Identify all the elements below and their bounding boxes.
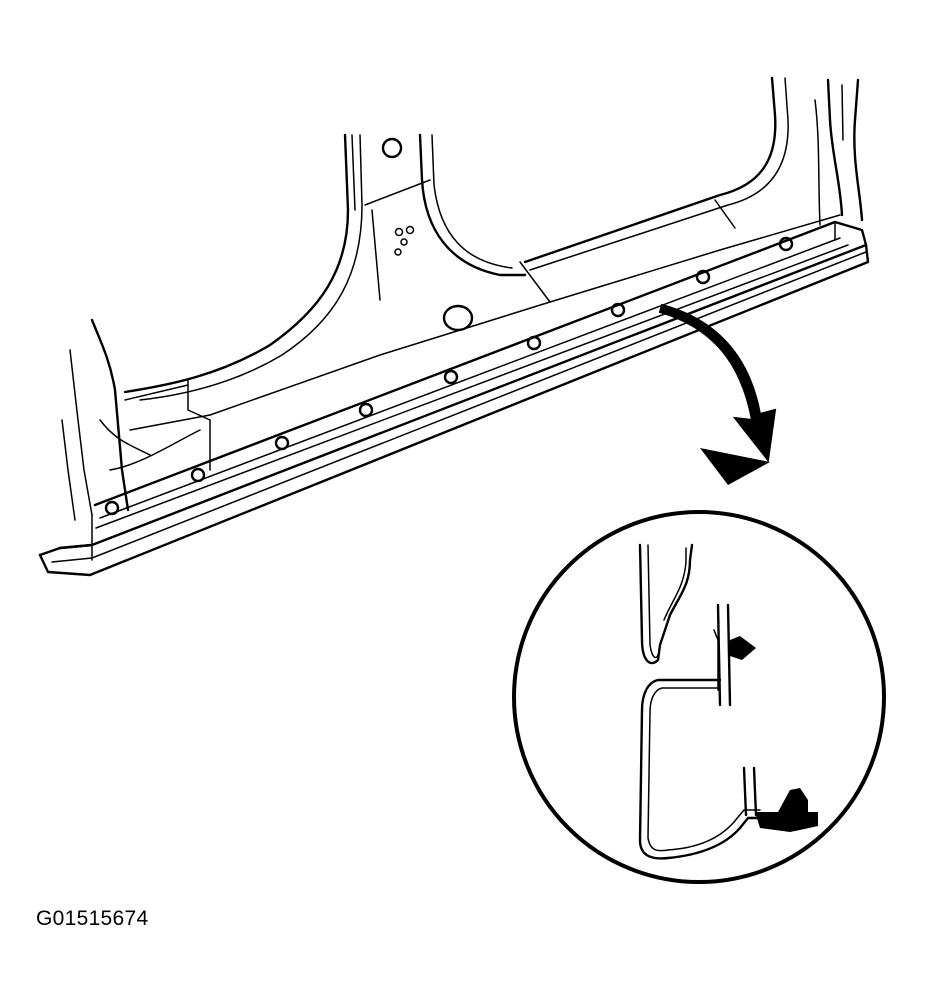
fastener: [104, 500, 120, 516]
fastener: [443, 369, 459, 385]
rocker-panel: [38, 220, 870, 577]
figure-reference-code: G01515674: [36, 907, 149, 930]
section-detail-circle: [512, 510, 886, 884]
fastener: [695, 269, 711, 285]
fastener: [358, 402, 374, 418]
callout-arrow: [658, 303, 777, 485]
fastener: [778, 236, 794, 252]
fastener: [610, 302, 626, 318]
fastener: [526, 335, 542, 351]
fastener: [190, 467, 206, 483]
fastener-row: [104, 236, 794, 516]
fastener: [274, 435, 290, 451]
body-side-frame: [61, 76, 864, 521]
